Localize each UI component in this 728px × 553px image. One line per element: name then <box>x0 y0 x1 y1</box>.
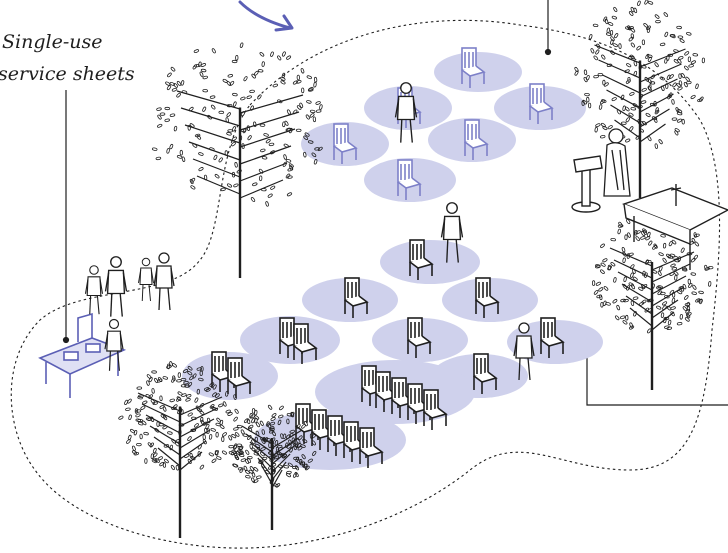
chair-icon <box>475 277 500 318</box>
chair-icon <box>540 317 565 358</box>
chair-icon <box>423 389 448 430</box>
chair-icon <box>461 47 486 88</box>
chair-icon <box>464 119 489 160</box>
chair-icon <box>473 353 498 394</box>
chair-icon <box>293 323 318 364</box>
tree-icon <box>151 42 323 278</box>
person-icon <box>84 265 104 315</box>
service-sheets-label-line1: Single-use <box>2 31 103 53</box>
tree-icon <box>118 361 239 538</box>
people <box>84 82 535 381</box>
tree-icon <box>574 0 706 198</box>
person-icon <box>153 252 175 311</box>
folding-table-icon <box>38 312 127 398</box>
chair-icon <box>407 317 432 358</box>
service-sheets-label-line2: service sheets <box>0 63 135 85</box>
tree-icon <box>591 217 714 390</box>
chair-icon <box>227 357 252 398</box>
chair-icon <box>359 427 384 468</box>
seating-pads <box>182 52 603 470</box>
person-icon <box>104 318 124 371</box>
trees <box>118 0 714 538</box>
chair-icon <box>529 83 554 124</box>
site-boundary <box>10 19 721 549</box>
chair-icon <box>343 421 368 462</box>
person-icon <box>138 257 154 302</box>
chair-icon <box>333 123 358 164</box>
altar-table-icon <box>621 184 728 270</box>
chair-icon <box>375 371 400 412</box>
person-icon <box>104 256 128 317</box>
person-icon <box>440 202 464 263</box>
chair-icon <box>344 277 369 318</box>
direction-arrow <box>238 0 294 32</box>
person-icon <box>513 322 535 381</box>
chair-icon <box>397 159 422 200</box>
lectern-icon <box>571 155 603 213</box>
officiant-person-icon <box>603 128 631 197</box>
chairs <box>211 47 565 468</box>
person-icon <box>394 82 418 143</box>
chair-icon <box>409 239 434 280</box>
tree-icon <box>228 404 317 530</box>
